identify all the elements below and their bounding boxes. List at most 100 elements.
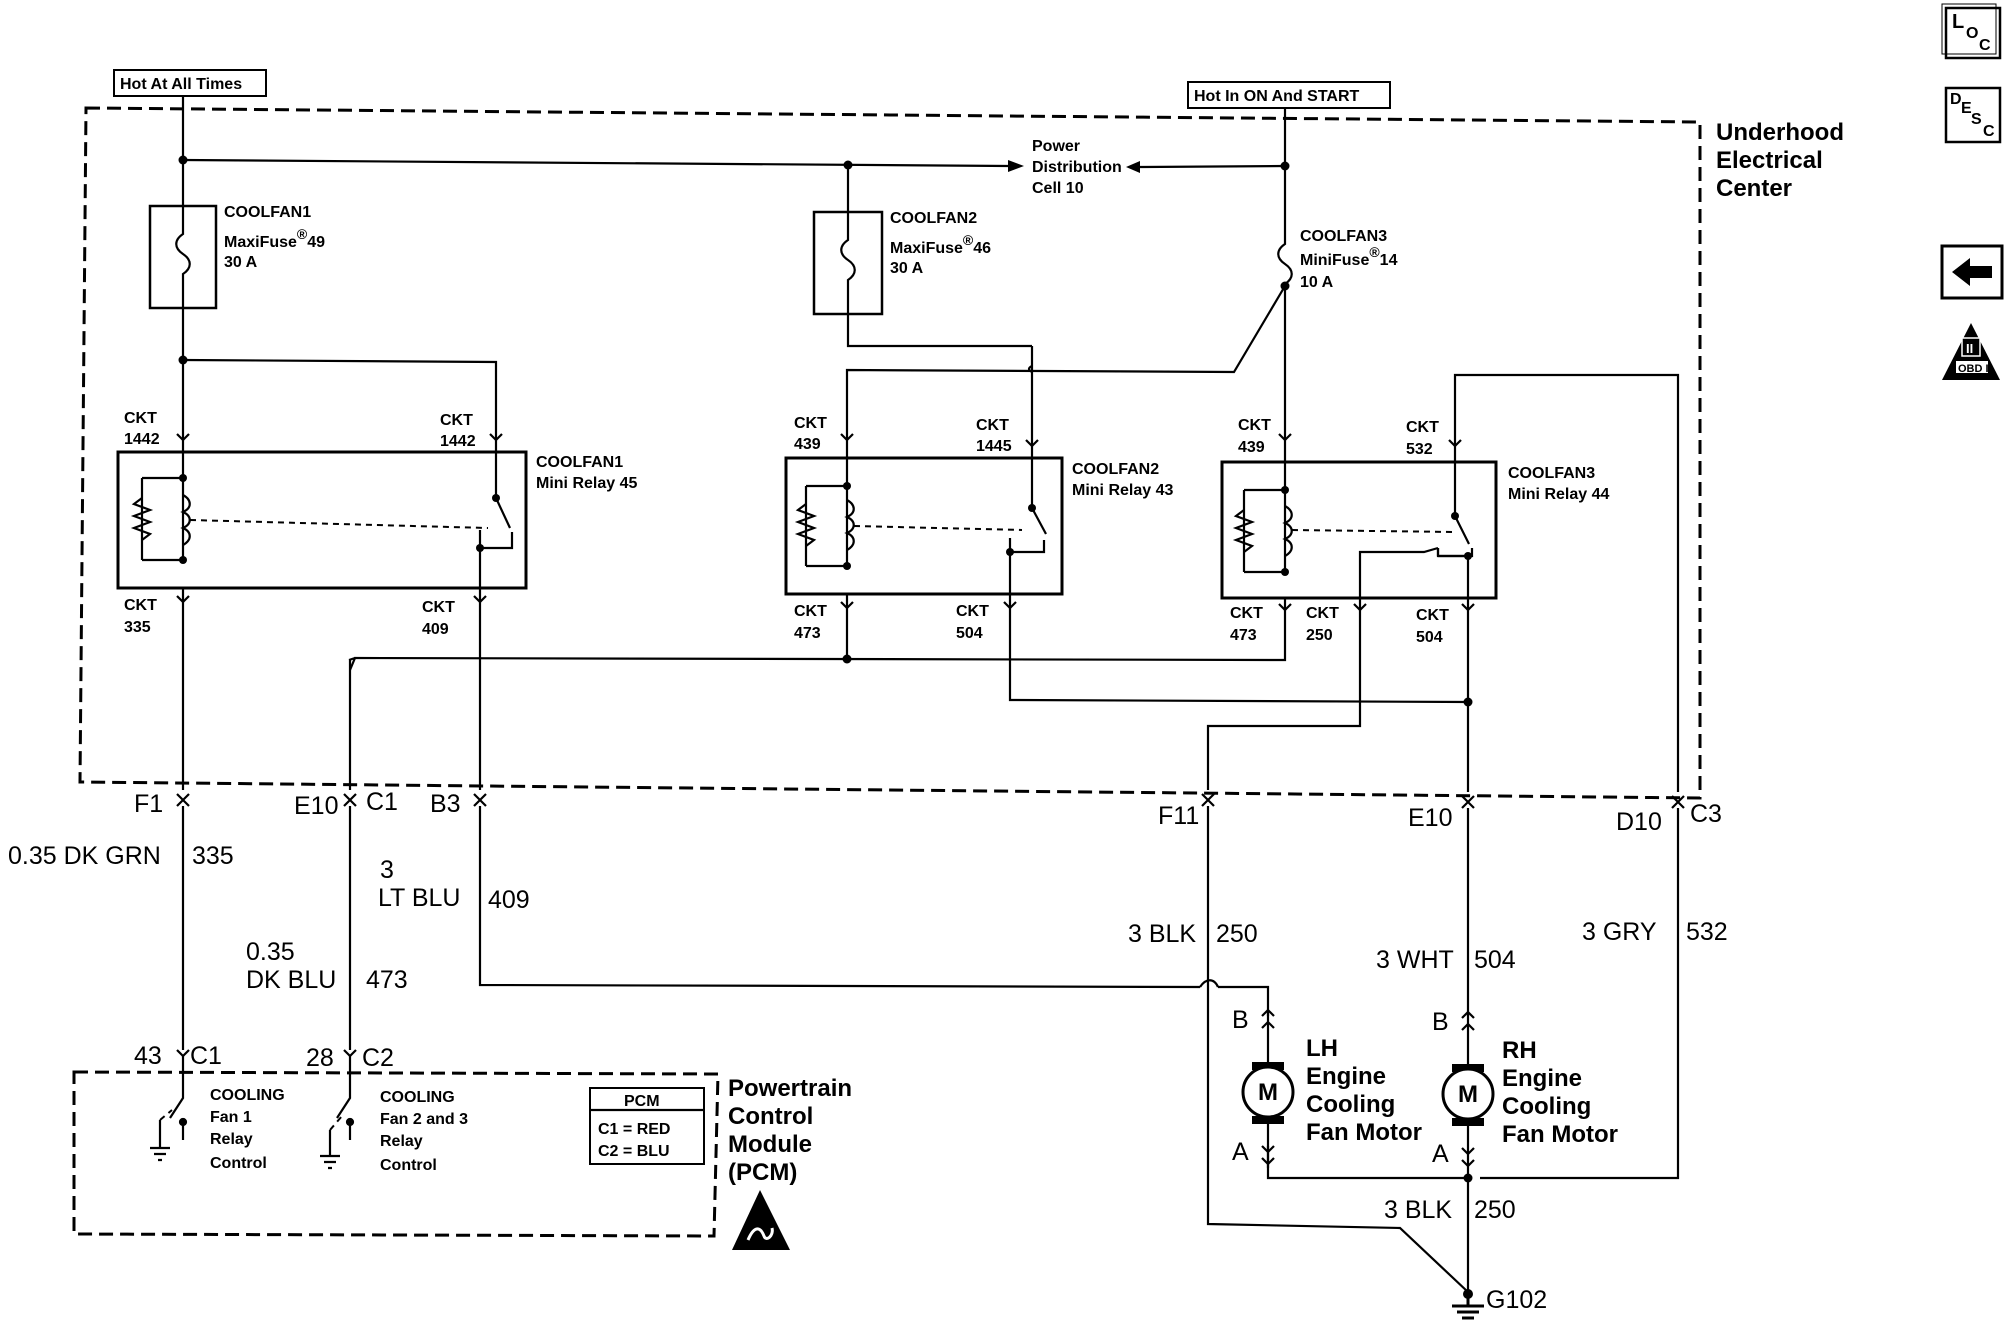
loc-letter-o: O: [1966, 25, 1978, 42]
desc-button[interactable]: D E S C: [1944, 86, 2002, 144]
desc-letter-d: D: [1950, 91, 1962, 108]
uec-label-1: Underhood: [1716, 119, 1844, 146]
conn-f11: F11: [1158, 802, 1199, 830]
relay2-ckt-labels: CKT 439 CKT 1445 CKT 473 CKT 504: [794, 415, 1012, 642]
svg-text:Relay: Relay: [380, 1133, 423, 1150]
conn-b3: B3: [430, 790, 461, 818]
svg-text:Engine: Engine: [1502, 1065, 1582, 1092]
svg-text:COOLING: COOLING: [380, 1089, 455, 1106]
svg-text:MiniFuse®14: MiniFuse®14: [1300, 244, 1398, 269]
wire532-label: 3 GRY: [1582, 918, 1657, 946]
lh-fan-motor: M: [1241, 1008, 1295, 1168]
coolfan2-mini-relay: [784, 440, 1064, 596]
conn-e10-right: E10: [1408, 804, 1452, 832]
conn-e10-left: E10: [294, 792, 338, 820]
back-arrow-button[interactable]: [1940, 244, 2004, 300]
arrow-from-hot-run: [1126, 161, 1140, 173]
rh-motor-symbol: M: [1458, 1081, 1478, 1108]
wire473-num: 473: [366, 966, 408, 994]
esd-warning-icon: [732, 1190, 790, 1250]
ground-g102: [1452, 1289, 1484, 1320]
svg-text:CKT: CKT: [440, 412, 473, 429]
obd-label: OBD II: [1958, 363, 1992, 375]
wire409-num: 409: [488, 886, 530, 914]
lh-motor-label: LH Engine Cooling Fan Motor: [1306, 1035, 1422, 1146]
fuse2-rating: 30 A: [890, 260, 924, 277]
wire250-num: 250: [1216, 920, 1258, 948]
svg-text:532: 532: [1406, 441, 1433, 458]
svg-text:MaxiFuse®46: MaxiFuse®46: [890, 232, 991, 257]
fuse3-rating: 10 A: [1300, 274, 1334, 291]
rh-pin-b: B: [1432, 1008, 1449, 1036]
wire504-label: 3 WHT: [1376, 946, 1454, 974]
svg-text:439: 439: [1238, 439, 1265, 456]
wire335-num: 335: [192, 842, 234, 870]
ground-label: G102: [1486, 1286, 1547, 1314]
svg-text:CKT: CKT: [1238, 417, 1271, 434]
svg-text:1445: 1445: [976, 438, 1012, 455]
lh-motor-symbol: M: [1258, 1079, 1278, 1106]
relay3-name: COOLFAN3: [1508, 465, 1595, 482]
connector-row: [176, 793, 1685, 809]
svg-text:Module: Module: [728, 1131, 812, 1158]
loc-letter-l: L: [1952, 11, 1964, 33]
svg-text:MaxiFuse®49: MaxiFuse®49: [224, 226, 325, 251]
svg-text:409: 409: [422, 621, 449, 638]
svg-text:Hot At All Times: Hot At All Times: [120, 76, 242, 93]
fuse2-num: 46: [973, 240, 991, 257]
svg-text:1442: 1442: [124, 431, 160, 448]
svg-text:250: 250: [1306, 627, 1333, 644]
svg-text:439: 439: [794, 436, 821, 453]
svg-text:CKT: CKT: [1230, 605, 1263, 622]
svg-text:Fan 1: Fan 1: [210, 1109, 252, 1126]
uec-label-2: Electrical: [1716, 147, 1823, 174]
relay1-desc: Mini Relay 45: [536, 475, 637, 492]
rh-motor-label: RH Engine Cooling Fan Motor: [1502, 1037, 1618, 1148]
pcm-legend: PCM C1 = RED C2 = BLU: [589, 1087, 705, 1165]
svg-text:CKT: CKT: [422, 599, 455, 616]
fuse2-type: MaxiFuse: [890, 240, 963, 257]
fuse3-num: 14: [1380, 252, 1398, 269]
loc-button[interactable]: L O C: [1941, 3, 2002, 60]
svg-text:CKT: CKT: [976, 417, 1009, 434]
wire409-color: LT BLU: [378, 884, 460, 912]
conn-c3: C3: [1690, 800, 1722, 828]
fuse1-type: MaxiFuse: [224, 234, 297, 251]
relay2-desc: Mini Relay 43: [1072, 482, 1173, 499]
fuse3-name: COOLFAN3: [1300, 228, 1387, 245]
wire504-num: 504: [1474, 946, 1516, 974]
coolfan3-minifuse: [1277, 166, 1293, 440]
obd-ii-button[interactable]: II OBD II: [1942, 323, 2000, 380]
svg-text:Cooling: Cooling: [1502, 1093, 1591, 1120]
coolfan3-mini-relay: [1220, 440, 1498, 600]
rh-fan-motor: M: [1441, 1010, 1495, 1294]
rh-pin-a: A: [1432, 1140, 1449, 1168]
svg-text:C2 = BLU: C2 = BLU: [598, 1143, 670, 1160]
svg-text:CKT: CKT: [794, 415, 827, 432]
fuse1-num: 49: [307, 234, 325, 251]
svg-text:Relay: Relay: [210, 1131, 253, 1148]
svg-text:Control: Control: [728, 1103, 813, 1130]
relay1-ckt-labels: CKT 1442 CKT 1442 CKT 335 CKT 409: [124, 410, 476, 638]
svg-text:C1 = RED: C1 = RED: [598, 1121, 670, 1138]
svg-text:Fan Motor: Fan Motor: [1306, 1119, 1422, 1146]
uec-boundary: [78, 106, 1702, 800]
svg-text:Fan Motor: Fan Motor: [1502, 1121, 1618, 1148]
conn-c1: C1: [366, 788, 398, 816]
svg-text:Engine: Engine: [1306, 1063, 1386, 1090]
pcm-name: Powertrain Control Module (PCM): [728, 1075, 852, 1186]
pcm-conn-c2: C2: [362, 1044, 394, 1072]
coolfan1-mini-relay: [116, 440, 528, 590]
svg-text:CKT: CKT: [1306, 605, 1339, 622]
svg-text:504: 504: [1416, 629, 1443, 646]
uec-label-3: Center: [1716, 175, 1792, 202]
desc-letter-s: S: [1971, 111, 1982, 128]
wire335-gauge: 0.35 DK GRN: [8, 842, 161, 870]
pcm-boundary: [72, 1070, 720, 1238]
svg-text:Control: Control: [380, 1157, 437, 1174]
svg-text:CKT: CKT: [124, 410, 157, 427]
svg-text:RH: RH: [1502, 1037, 1537, 1064]
back-arrow-icon: [1952, 258, 1992, 286]
svg-text:473: 473: [1230, 627, 1257, 644]
